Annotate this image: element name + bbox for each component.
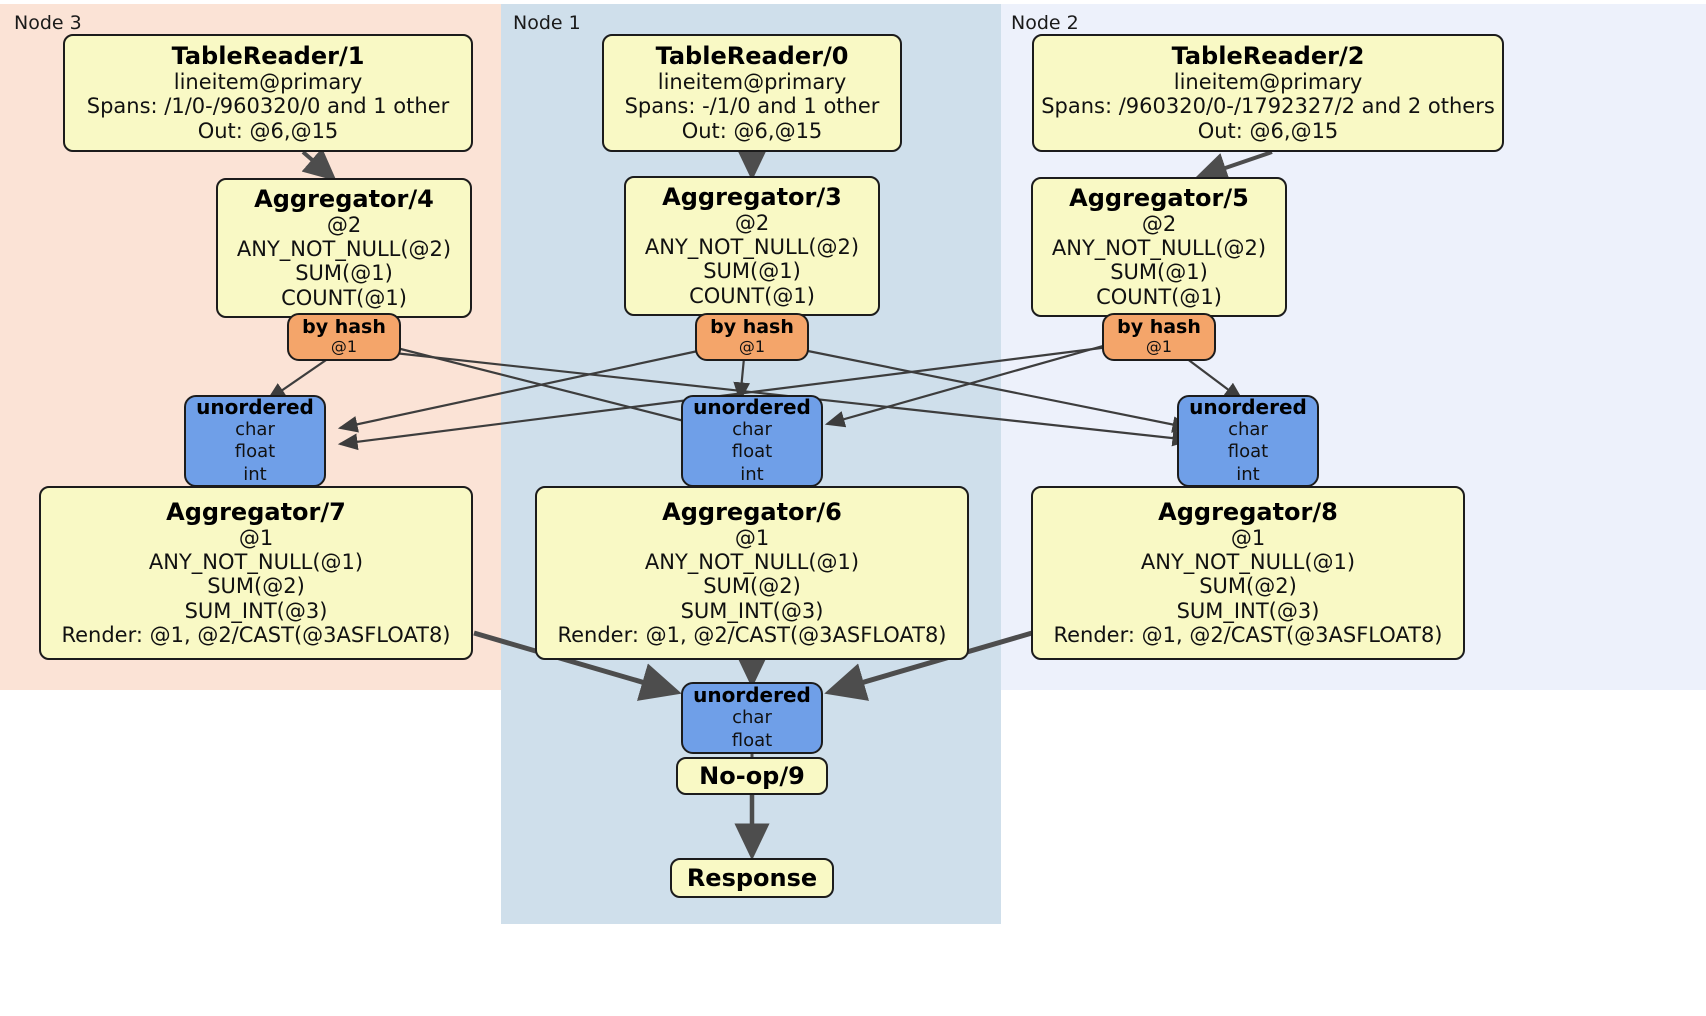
node-title: Aggregator/5	[1069, 183, 1249, 212]
router-line: @1	[330, 337, 358, 357]
node-line: Render: @1, @2/CAST(@3ASFLOAT8)	[61, 622, 451, 647]
node-aggregator-7[interactable]: Aggregator/7 @1 ANY_NOT_NULL(@1) SUM(@2)…	[39, 486, 473, 660]
node-line: lineitem@primary	[657, 69, 847, 94]
node-line: COUNT(@1)	[1096, 284, 1222, 309]
node-line: Out: @6,@15	[681, 118, 823, 143]
node-line: SUM_INT(@3)	[680, 598, 824, 623]
node-line: ANY_NOT_NULL(@2)	[1051, 236, 1267, 261]
node-line: ANY_NOT_NULL(@1)	[148, 549, 364, 574]
node-line: COUNT(@1)	[689, 283, 815, 308]
router-by-hash-node1[interactable]: by hash @1	[695, 313, 809, 361]
node-line: Spans: /1/0-/960320/0 and 1 other	[86, 94, 450, 119]
panel-label-node-3: Node 3	[14, 12, 82, 34]
receiver-title: unordered	[1189, 394, 1307, 419]
node-title: Aggregator/4	[254, 184, 434, 213]
node-line: @2	[734, 210, 770, 235]
receiver-line: int	[243, 463, 267, 485]
node-line: ANY_NOT_NULL(@1)	[644, 549, 860, 574]
node-line: ANY_NOT_NULL(@2)	[236, 237, 452, 262]
receiver-line: int	[1236, 463, 1260, 485]
node-line: Render: @1, @2/CAST(@3ASFLOAT8)	[1053, 622, 1443, 647]
node-aggregator-6[interactable]: Aggregator/6 @1 ANY_NOT_NULL(@1) SUM(@2)…	[535, 486, 969, 660]
node-line: @2	[326, 212, 362, 237]
node-line: ANY_NOT_NULL(@2)	[644, 235, 860, 260]
node-line: Out: @6,@15	[197, 118, 339, 143]
router-by-hash-node3[interactable]: by hash @1	[287, 313, 401, 361]
node-response[interactable]: Response	[670, 858, 834, 898]
panel-label-node-2: Node 2	[1011, 12, 1079, 34]
receiver-line: char	[732, 707, 772, 728]
receiver-line: int	[740, 463, 764, 485]
node-line: @1	[238, 525, 274, 550]
panel-label-node-1: Node 1	[513, 12, 581, 34]
node-line: lineitem@primary	[173, 69, 363, 94]
node-line: Out: @6,@15	[1197, 118, 1339, 143]
receiver-line: float	[1227, 441, 1269, 463]
node-aggregator-3[interactable]: Aggregator/3 @2 ANY_NOT_NULL(@2) SUM(@1)…	[624, 176, 880, 316]
router-title: by hash	[710, 316, 794, 339]
receiver-line: char	[235, 418, 275, 440]
receiver-line: float	[731, 441, 773, 463]
receiver-unordered-node1[interactable]: unordered char float int	[681, 395, 823, 487]
node-line: lineitem@primary	[1173, 69, 1363, 94]
node-title: TableReader/1	[171, 42, 365, 71]
node-line: COUNT(@1)	[281, 285, 407, 310]
receiver-title: unordered	[693, 683, 811, 707]
node-title: No-op/9	[699, 761, 805, 790]
router-by-hash-node2[interactable]: by hash @1	[1102, 313, 1216, 361]
receiver-line: char	[1228, 418, 1268, 440]
receiver-line: char	[732, 418, 772, 440]
receiver-unordered-node3[interactable]: unordered char float int	[184, 395, 326, 487]
router-line: @1	[1145, 337, 1173, 357]
receiver-line: float	[731, 729, 773, 751]
node-line: SUM(@2)	[703, 574, 801, 599]
node-aggregator-4[interactable]: Aggregator/4 @2 ANY_NOT_NULL(@2) SUM(@1)…	[216, 178, 472, 318]
node-noop-9[interactable]: No-op/9	[676, 757, 828, 795]
node-title: TableReader/2	[1171, 42, 1365, 71]
node-tablereader-2[interactable]: TableReader/2 lineitem@primary Spans: /9…	[1032, 34, 1504, 152]
node-title: Aggregator/6	[662, 497, 842, 526]
receiver-title: unordered	[196, 394, 314, 419]
node-line: @1	[1230, 525, 1266, 550]
node-title: TableReader/0	[655, 42, 849, 71]
node-line: @1	[734, 525, 770, 550]
node-title: Aggregator/8	[1158, 497, 1338, 526]
router-title: by hash	[302, 316, 386, 339]
receiver-unordered-final[interactable]: unordered char float	[681, 682, 823, 754]
node-aggregator-8[interactable]: Aggregator/8 @1 ANY_NOT_NULL(@1) SUM(@2)…	[1031, 486, 1465, 660]
node-line: ANY_NOT_NULL(@1)	[1140, 549, 1356, 574]
node-line: SUM_INT(@3)	[184, 598, 328, 623]
node-line: SUM(@1)	[703, 259, 801, 284]
node-title: Aggregator/3	[662, 182, 842, 211]
node-aggregator-5[interactable]: Aggregator/5 @2 ANY_NOT_NULL(@2) SUM(@1)…	[1031, 177, 1287, 317]
router-line: @1	[738, 337, 766, 357]
node-line: SUM(@1)	[1110, 260, 1208, 285]
node-line: Spans: -/1/0 and 1 other	[624, 94, 880, 119]
node-tablereader-1[interactable]: TableReader/1 lineitem@primary Spans: /1…	[63, 34, 473, 152]
node-line: SUM_INT(@3)	[1176, 598, 1320, 623]
node-line: SUM(@2)	[1199, 574, 1297, 599]
node-title: Response	[686, 863, 818, 892]
node-line: @2	[1141, 211, 1177, 236]
receiver-title: unordered	[693, 394, 811, 419]
node-title: Aggregator/7	[166, 497, 346, 526]
node-tablereader-0[interactable]: TableReader/0 lineitem@primary Spans: -/…	[602, 34, 902, 152]
router-title: by hash	[1117, 316, 1201, 339]
node-line: Spans: /960320/0-/1792327/2 and 2 others	[1041, 94, 1495, 119]
node-line: SUM(@1)	[295, 261, 393, 286]
receiver-unordered-node2[interactable]: unordered char float int	[1177, 395, 1319, 487]
receiver-line: float	[234, 441, 276, 463]
node-line: SUM(@2)	[207, 574, 305, 599]
node-line: Render: @1, @2/CAST(@3ASFLOAT8)	[557, 622, 947, 647]
